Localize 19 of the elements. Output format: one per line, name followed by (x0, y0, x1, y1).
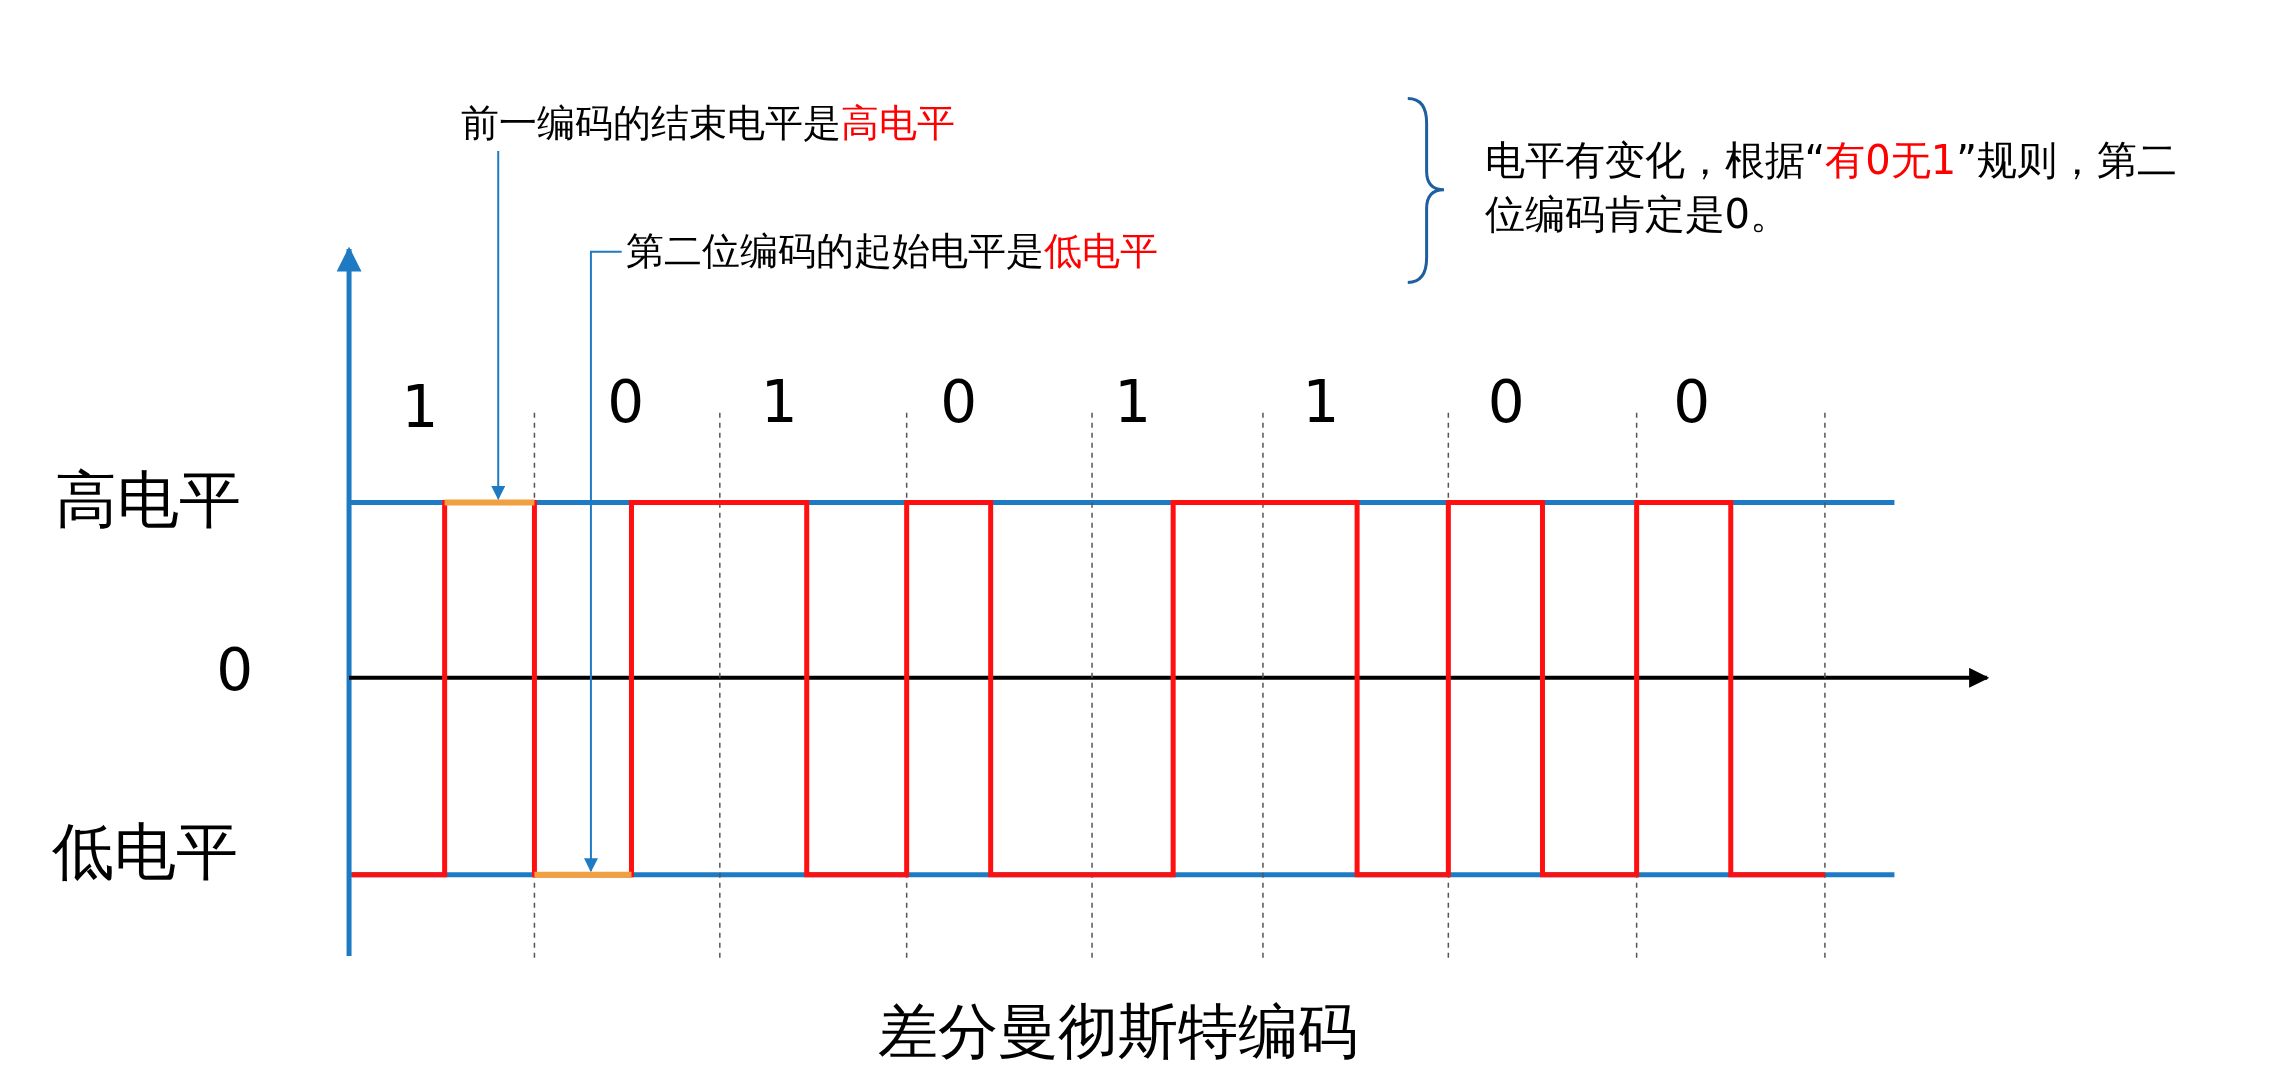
bit-value: 0 (1673, 367, 1711, 438)
level-label: 低电平 (51, 814, 238, 889)
note-text: 电平有变化，根据“有0无1”规则，第二位编码肯定是0。 (1484, 136, 2178, 240)
bit-value: 1 (1114, 367, 1152, 438)
bit-value: 1 (760, 367, 798, 438)
level-label: 0 (216, 635, 254, 706)
bit-value: 1 (401, 373, 439, 444)
highlighted-level-segment (534, 871, 632, 878)
leader-arrow (491, 149, 506, 500)
caption: 差分曼彻斯特编码 (878, 995, 1359, 1068)
annotation-text: 前一编码的结束电平是高电平 (460, 101, 955, 147)
leader-arrow (583, 250, 623, 873)
annotation-text: 第二位编码的起始电平是低电平 (625, 228, 1158, 275)
level-label: 高电平 (54, 462, 241, 537)
bit-value: 1 (1302, 367, 1340, 438)
bit-value: 0 (607, 367, 645, 438)
bit-value: 0 (940, 367, 978, 438)
highlighted-level-segment (444, 499, 535, 506)
bit-value: 0 (1487, 367, 1525, 438)
